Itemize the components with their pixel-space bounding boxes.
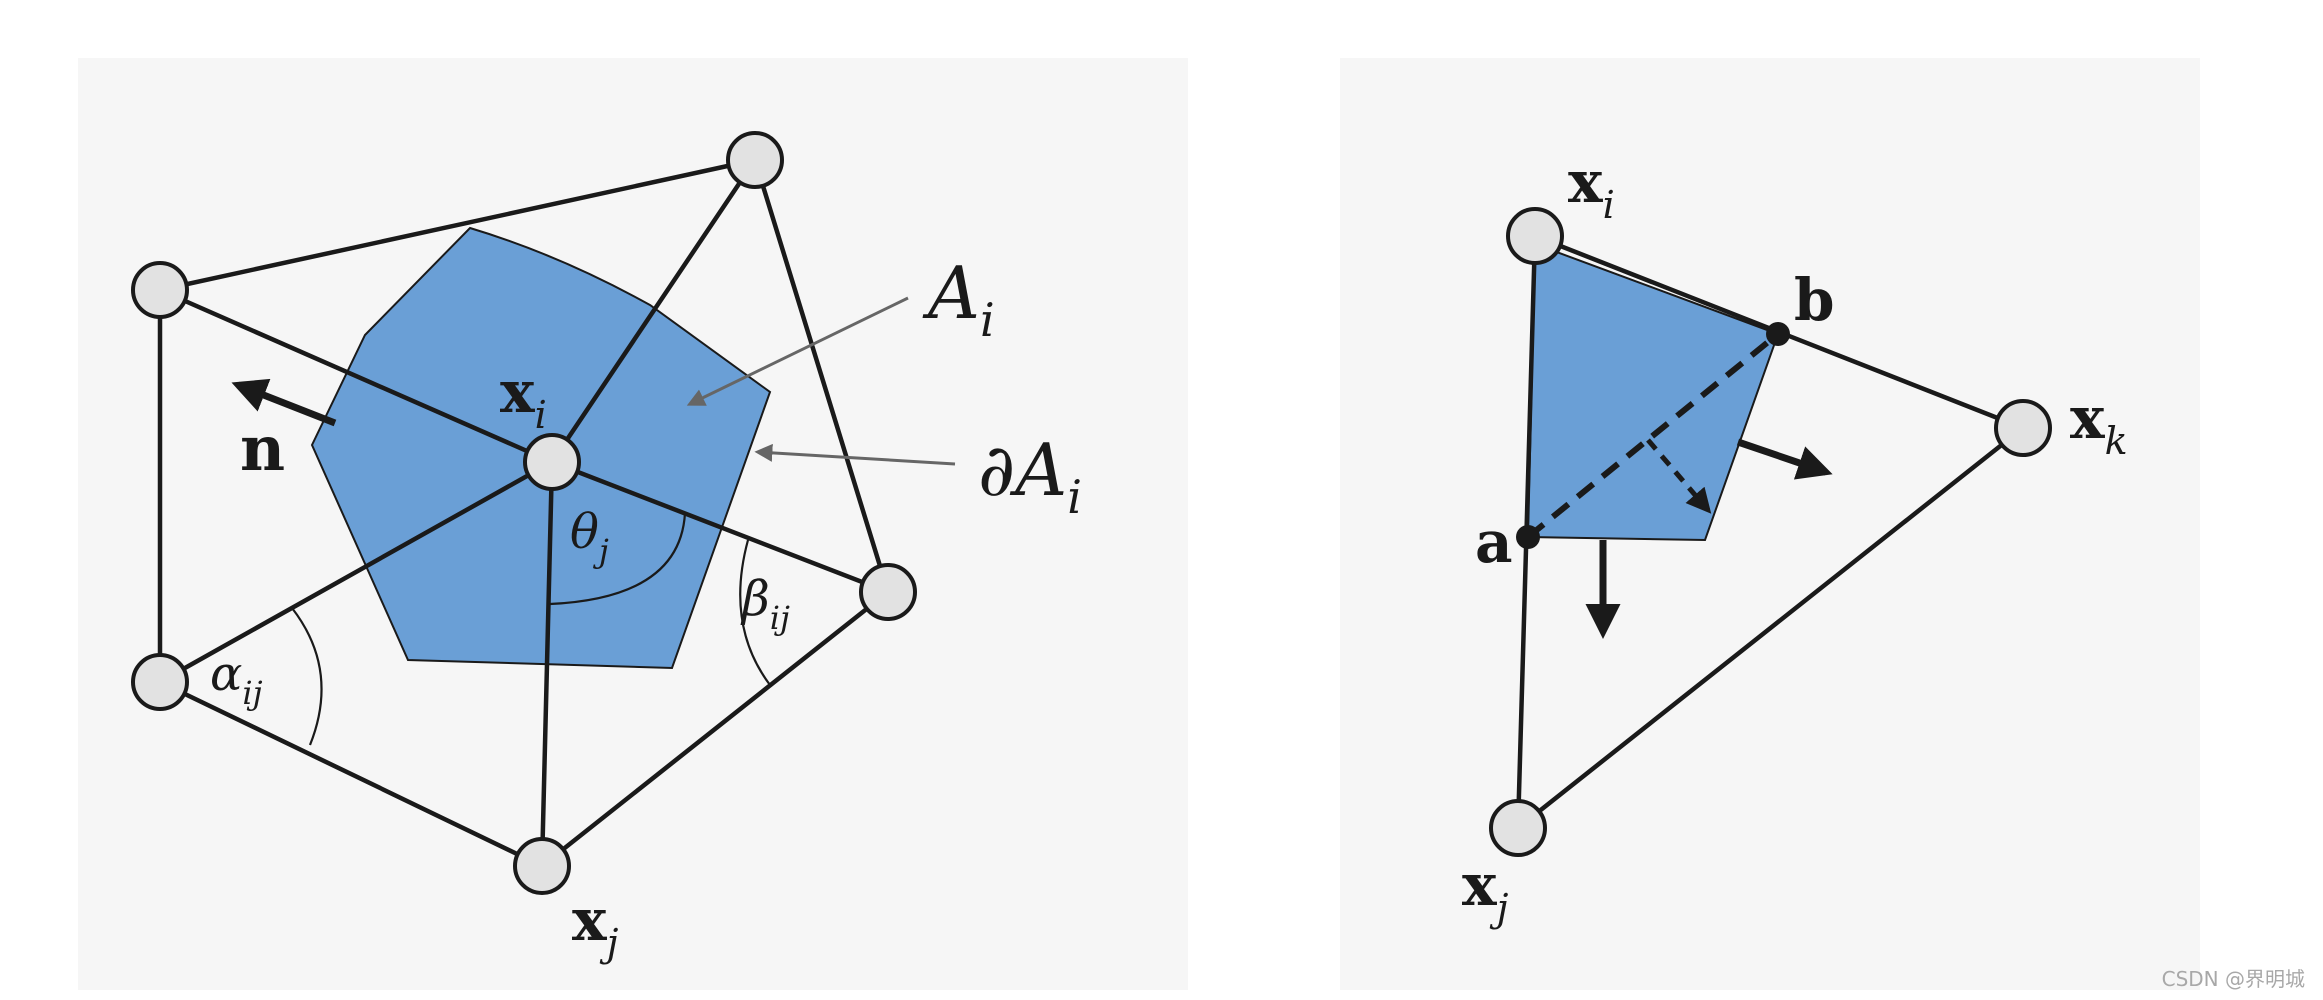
label-normal-n: n: [240, 412, 285, 485]
vertex-lower-left: [131, 653, 189, 711]
alpha-ij-arc: [291, 607, 323, 746]
dashed-segment-a-b: [1526, 331, 1780, 540]
label-x-i-right: xi: [1568, 148, 1615, 227]
label-alpha-ij: αij: [210, 646, 263, 712]
vertex-x-k: [1994, 399, 2052, 457]
outer-mesh-edges: [157, 157, 891, 869]
theta-j-arc: [549, 512, 687, 606]
vertex-x-j: [513, 837, 571, 895]
label-beta-ij: βij: [740, 571, 790, 637]
dashed-normal-arrow: [1646, 438, 1712, 514]
vertex-x-i-right: [1506, 207, 1564, 265]
point-b: [1766, 322, 1790, 346]
pointer-to-A-i: [686, 296, 909, 406]
label-x-k: xk: [2070, 384, 2128, 463]
label-theta-j: θj: [570, 504, 609, 570]
pointer-to-boundary: [754, 443, 956, 466]
vertex-upper-left: [131, 261, 189, 319]
label-x-i: xi: [500, 358, 547, 437]
spoke-edges: [157, 157, 891, 869]
label-boundary-dA-i: ∂Ai: [978, 428, 1082, 524]
vertex-top: [726, 131, 784, 189]
left-vertices: [131, 131, 917, 895]
label-b: b: [1794, 266, 1835, 334]
right-panel-background: [1340, 58, 2200, 990]
beta-ij-arc: [739, 539, 771, 686]
label-A-i: Ai: [922, 251, 995, 347]
vertex-x-i: [523, 433, 581, 491]
left-panel: Ai ∂Ai xi xj n θj αij βij: [131, 131, 1082, 965]
watermark: CSDN @界明城: [2161, 967, 2305, 991]
label-a: a: [1475, 508, 1513, 576]
label-x-j: xj: [572, 886, 619, 965]
normal-arrow-right: [1736, 438, 1833, 480]
right-panel: xi xk xj a b: [1462, 148, 2128, 930]
vertex-right: [859, 563, 917, 621]
vertex-x-j-right: [1489, 799, 1547, 857]
normal-arrow-n: [231, 378, 337, 427]
point-a: [1516, 525, 1540, 549]
